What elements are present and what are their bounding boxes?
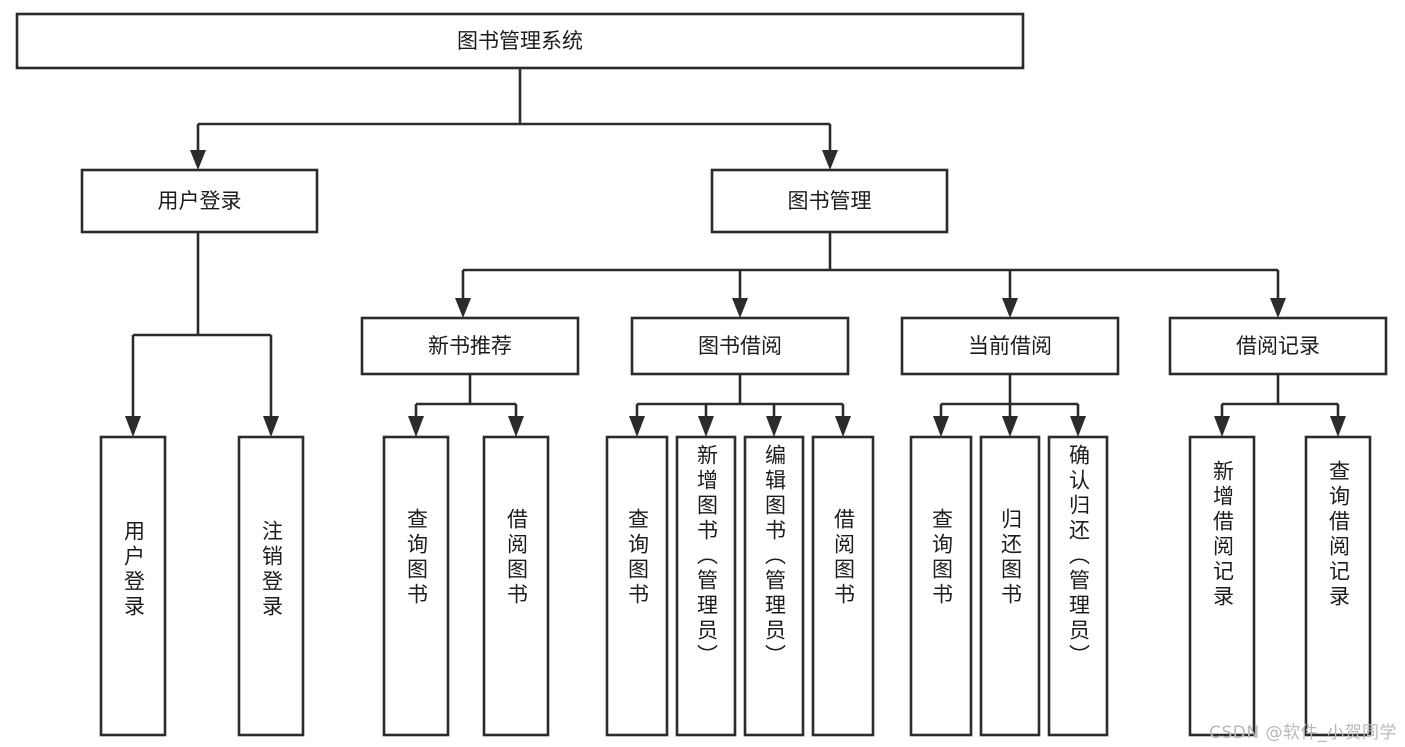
arrow-to-leaf-edit-book-admin [766,416,782,437]
node-leaf-confirm-return-admin-label: 确认归还（管理员） [1066,444,1091,669]
arrow-to-new-book-rec [455,298,471,318]
node-user-login[interactable] [80,168,319,234]
node-leaf-borrow-book-1[interactable] [482,435,550,737]
arrow-to-leaf-add-borrow-record [1214,416,1230,437]
node-leaf-query-book-2-label: 查询图书 [625,508,650,608]
node-layer: 图书管理系统 用户登录 图书管理 新书推荐 图书借阅 当前借阅 借阅记录 [15,12,1388,737]
csdn-watermark: CSDN @软件_小贺同学 [1209,723,1397,743]
node-leaf-query-borrow-record-label: 查询借阅记录 [1326,460,1351,610]
arrow-to-leaf-borrow-book-2 [835,416,851,437]
node-user-login-label: 用户登录 [158,189,242,213]
arrow-to-book-manage [822,150,838,170]
arrow-to-leaf-user-login [125,416,141,437]
arrow-to-leaf-logout-login [263,416,279,437]
node-book-borrow[interactable] [630,316,850,376]
node-book-manage-label: 图书管理 [788,189,872,213]
node-leaf-query-book-3-label: 查询图书 [929,508,954,608]
node-leaf-add-book-admin-label: 新增图书（管理员） [694,444,719,669]
node-book-borrow-label: 图书借阅 [698,334,782,358]
node-leaf-query-book-1-label: 查询图书 [404,508,429,608]
node-new-book-rec-label: 新书推荐 [428,334,512,358]
node-leaf-query-borrow-record[interactable] [1304,435,1372,737]
node-book-manage[interactable] [710,168,949,234]
arrow-to-leaf-query-book-3 [933,416,949,437]
node-borrow-record-label: 借阅记录 [1236,334,1320,358]
node-leaf-edit-book-admin-label: 编辑图书（管理员） [762,444,787,669]
node-leaf-query-book-1[interactable] [382,435,450,737]
arrow-to-user-login [190,150,206,170]
arrow-to-leaf-return-book [1002,416,1018,437]
node-leaf-borrow-book-2[interactable] [811,435,875,737]
arrow-to-borrow-record [1270,298,1286,318]
node-leaf-logout-login[interactable] [237,435,305,737]
node-root[interactable] [15,12,1025,70]
arrow-to-book-borrow [732,298,748,318]
node-current-borrow-label: 当前借阅 [968,334,1052,358]
arrow-to-leaf-borrow-book-1 [508,416,524,437]
node-leaf-user-login-label: 用户登录 [121,520,146,620]
arrow-to-leaf-add-book-admin [698,416,714,437]
node-current-borrow[interactable] [900,316,1120,376]
arrow-to-current-borrow [1002,298,1018,318]
arrow-to-leaf-query-borrow-record [1330,416,1346,437]
node-borrow-record[interactable] [1168,316,1388,376]
node-new-book-rec[interactable] [360,316,580,376]
node-leaf-edit-book-admin[interactable] [743,435,805,737]
node-leaf-add-borrow-record-label: 新增借阅记录 [1210,460,1235,610]
node-leaf-return-book[interactable] [979,435,1041,737]
node-leaf-confirm-return-admin[interactable] [1047,435,1109,737]
node-leaf-user-login[interactable] [99,435,167,737]
node-root-label: 图书管理系统 [457,29,583,53]
node-leaf-add-borrow-record[interactable] [1188,435,1256,737]
arrow-to-leaf-query-book-1 [408,416,424,437]
node-leaf-borrow-book-1-label: 借阅图书 [504,508,529,608]
node-leaf-return-book-label: 归还图书 [998,508,1023,608]
node-leaf-logout-login-label: 注销登录 [259,520,284,620]
connector-layer [125,68,1346,437]
arrow-to-leaf-confirm-return-admin [1070,416,1086,437]
arrow-to-leaf-query-book-2 [629,416,645,437]
node-leaf-add-book-admin[interactable] [675,435,737,737]
node-leaf-query-book-2[interactable] [605,435,669,737]
node-leaf-borrow-book-2-label: 借阅图书 [831,508,856,608]
node-leaf-query-book-3[interactable] [909,435,973,737]
